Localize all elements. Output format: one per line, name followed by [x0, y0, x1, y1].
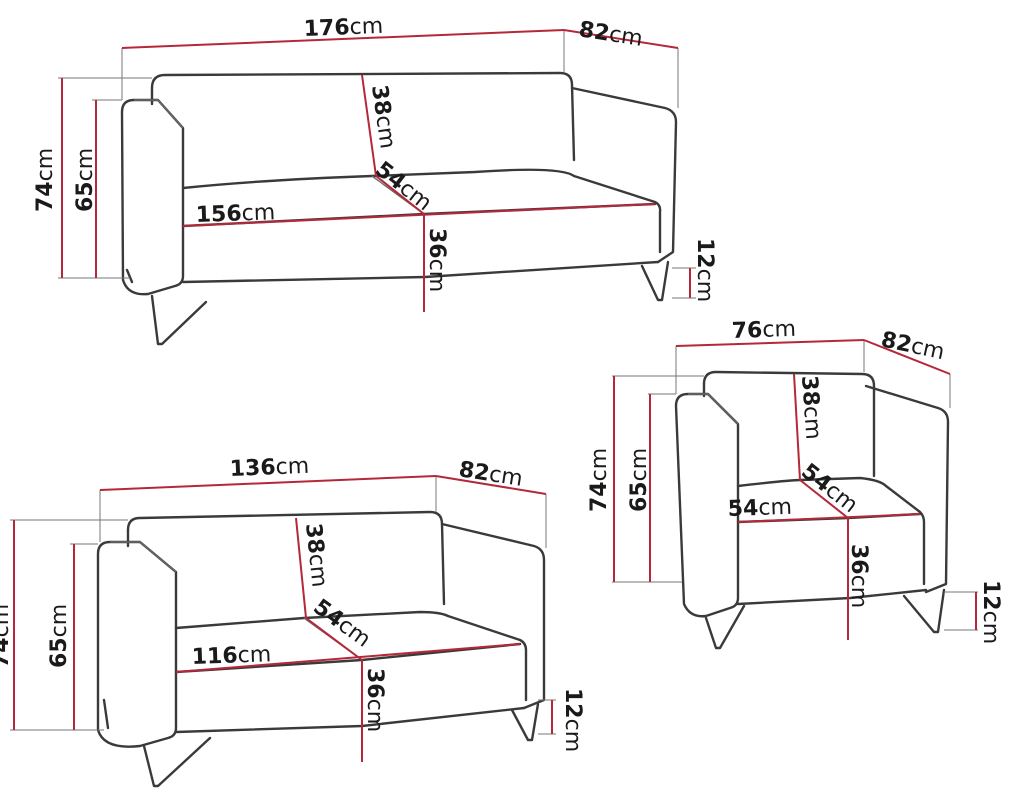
sofa3-seat-depth-label: 54cm	[370, 157, 436, 216]
sofa3-leg-height-label: 12cm	[692, 238, 717, 302]
sofa2-seat-height-label: 36cm	[362, 668, 387, 732]
sofa2-depth-label: 82cm	[457, 457, 524, 492]
armchair-seat-height-label: 36cm	[846, 544, 871, 608]
armchair-height-label: 74cm	[587, 448, 612, 512]
sofa3-arm-height-label: 65cm	[73, 148, 98, 212]
sofa2-arm-height-label: 65cm	[47, 604, 72, 668]
sofa3-seat-height-label: 36cm	[424, 228, 449, 292]
sofa3-height-label: 74cm	[33, 148, 58, 212]
sofa2-leg-height-label: 12cm	[560, 688, 585, 752]
armchair-seat-width-label: 54cm	[727, 495, 792, 522]
armchair-leg-height-label: 12cm	[978, 580, 1003, 644]
sofa3-seat-width-label: 156cm	[195, 200, 275, 228]
sofa3-depth-label: 82cm	[577, 17, 644, 52]
sofa2-back-height-label: 38cm	[300, 522, 332, 588]
armchair-seat-depth-label: 54cm	[796, 459, 862, 518]
sofa3-width-label: 176cm	[303, 14, 383, 42]
sofa2-dimensions	[10, 475, 556, 762]
sofa-three-seater: 176cm 82cm 74cm 65cm 38cm 54cm 156cm 36c…	[33, 14, 717, 346]
sofa3-dimensions	[58, 29, 696, 312]
armchair-dimensions	[612, 339, 978, 640]
sofa2-seat-width-label: 116cm	[191, 642, 271, 670]
armchair-back-height-label: 38cm	[796, 375, 825, 441]
sofa3-back-height-label: 38cm	[366, 83, 400, 150]
sofa-two-seater: 136cm 82cm 74cm 65cm 38cm 54cm 116cm 36c…	[0, 454, 585, 788]
armchair-width-label: 76cm	[731, 317, 796, 344]
armchair-arm-height-label: 65cm	[627, 448, 652, 512]
sofa2-width-label: 136cm	[229, 454, 309, 482]
armchair: 76cm 82cm 74cm 65cm 38cm 54cm 54cm 36cm …	[587, 317, 1003, 650]
sofa2-height-label: 74cm	[0, 604, 14, 668]
